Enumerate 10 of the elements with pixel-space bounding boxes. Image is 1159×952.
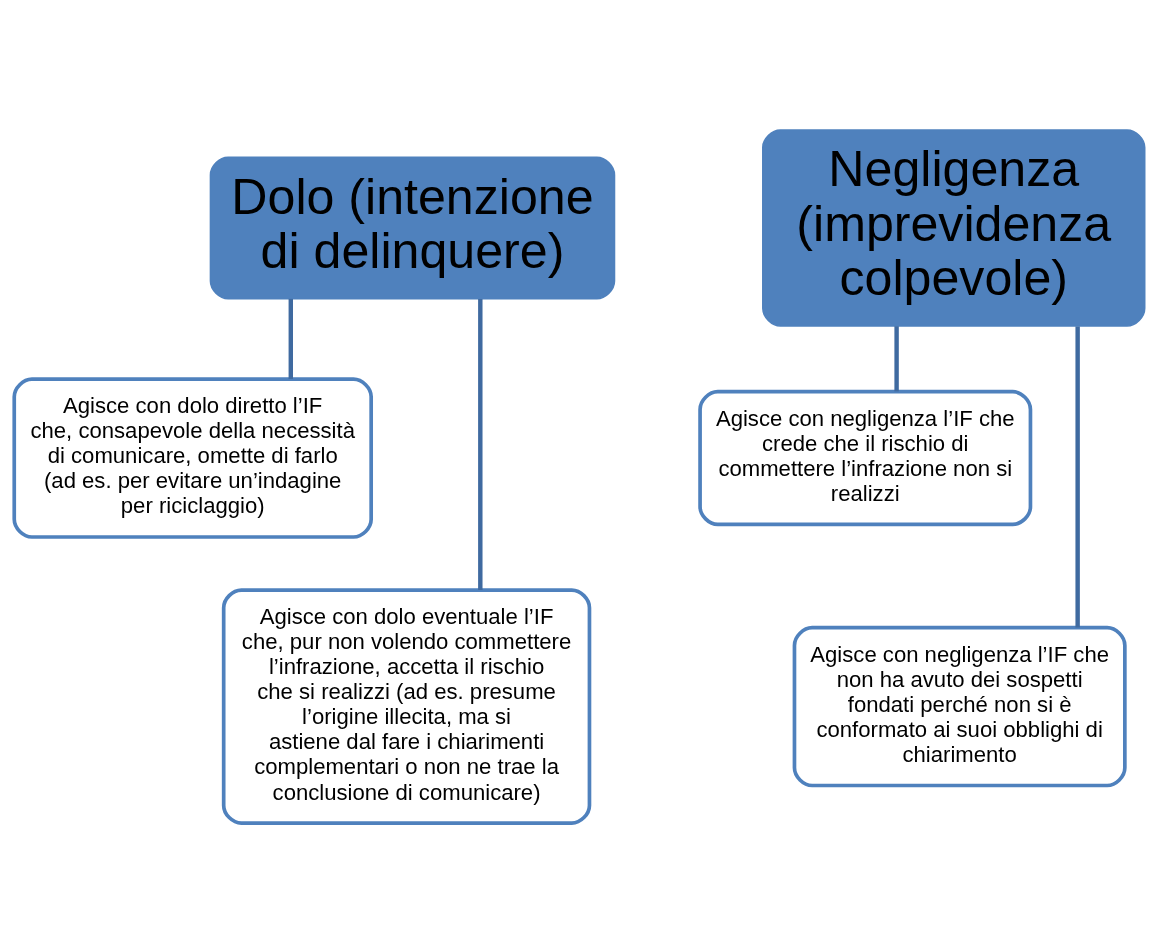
node-box: Dolo (intenzione di delinquere) (209, 155, 616, 299)
connector (894, 325, 899, 391)
node-box: Agisce con dolo diretto l’IF che, consapevole della necessità di comunicare, omette di farlo (ad es. per evitare un’indagine per riciclaggio) (12, 376, 373, 539)
connector (1075, 326, 1080, 627)
node-box: Negligenza (imprevidenza colpevole) (762, 128, 1146, 327)
connector (288, 298, 293, 379)
node-box: Agisce con negligenza l’IF che crede che il rischio di commettere l’infrazione non si realizzi (698, 389, 1033, 526)
connector (478, 298, 483, 590)
node-box: Agisce con negligenza l’IF che non ha avuto dei sospetti fondati perché non si è conformato ai suoi obblighi di chiarimento (792, 625, 1127, 787)
node-box: Agisce con dolo eventuale l’IF che, pur non volendo commettere l’infrazione, accetta il rischio che si realizzi (ad es. presume l’origine illecita, ma si astiene dal fare i chiarimenti complementari o non ne trae la conclusione di comunicare) (221, 587, 592, 825)
